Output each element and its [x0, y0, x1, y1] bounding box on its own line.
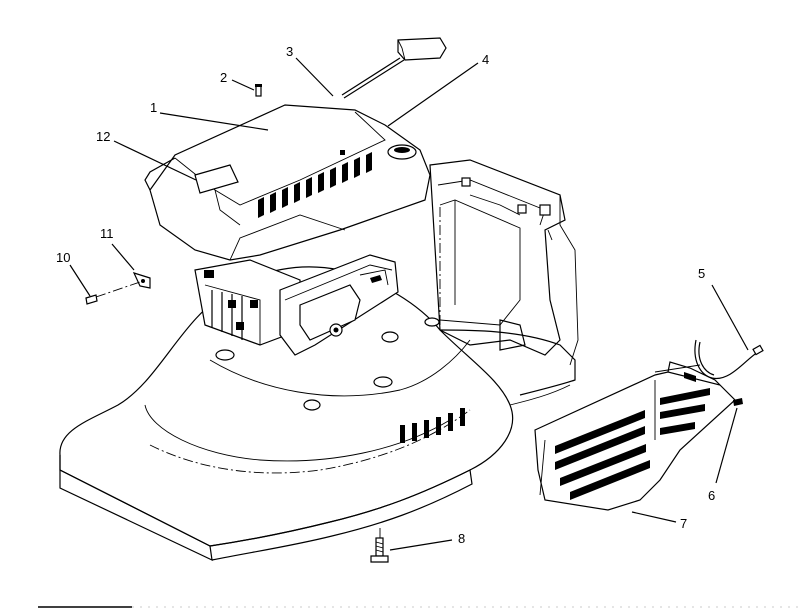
clip-screw [85, 294, 98, 305]
callout-3: 3 [286, 44, 293, 59]
callout-7: 7 [680, 516, 687, 531]
leader-lines [69, 57, 749, 551]
callout-11: 11 [100, 226, 114, 241]
engine [144, 104, 431, 356]
callout-8: 8 [458, 531, 465, 546]
leader-8 [389, 539, 453, 551]
rear-housing [429, 159, 579, 366]
callout-1: 1 [150, 100, 157, 115]
leader-11 [111, 243, 135, 271]
starter-handle [341, 37, 447, 99]
leader-2 [231, 79, 255, 91]
engine-block [194, 259, 301, 346]
callout-2: 2 [220, 70, 227, 85]
leader-10 [69, 264, 91, 297]
rear-guard [534, 361, 736, 511]
leader-3 [295, 57, 334, 97]
mower-deck [59, 266, 576, 562]
callout-5: 5 [698, 266, 705, 281]
callout-6: 6 [708, 488, 715, 503]
engine-shroud [144, 104, 431, 261]
muffler [279, 254, 399, 356]
leader-5 [711, 284, 749, 351]
leader-1 [159, 112, 269, 131]
shroud-grille [258, 152, 372, 218]
leader-12 [113, 140, 197, 181]
deck-vents [400, 408, 465, 443]
guard-slots [555, 388, 710, 500]
callouts: 1 2 3 4 5 6 7 8 10 11 12 [56, 44, 715, 546]
callout-12: 12 [96, 129, 110, 144]
callout-4: 4 [482, 52, 489, 67]
control-cable [654, 339, 764, 379]
leader-4 [387, 62, 479, 127]
leader-7 [631, 511, 677, 523]
callout-10: 10 [56, 250, 70, 265]
screw [255, 84, 262, 97]
bolt [370, 525, 389, 563]
leader-6 [715, 407, 738, 484]
guard-screw [733, 398, 743, 406]
cable-clip [95, 272, 151, 298]
